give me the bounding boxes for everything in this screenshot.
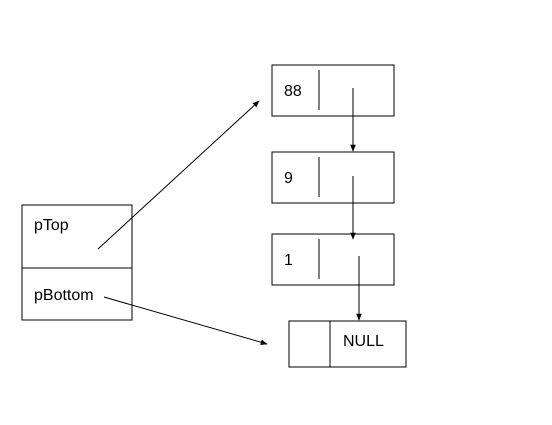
ptop-label: pTop: [34, 217, 69, 234]
ptop-arrow: [97, 100, 260, 250]
node-3-value: 1: [284, 252, 293, 269]
pbottom-arrow: [103, 296, 268, 345]
node-2-frame: [271, 151, 395, 204]
null-node-frame: [288, 320, 407, 368]
null-node: NULL: [288, 320, 407, 368]
node-2-value: 9: [284, 170, 293, 187]
node-1: 88: [271, 64, 395, 117]
pbottom-label: pBottom: [34, 287, 94, 304]
node-3: 1: [271, 233, 395, 286]
node-2: 9: [271, 151, 395, 204]
stack-struct: pTop pBottom: [21, 204, 133, 321]
node-1-frame: [271, 64, 395, 117]
node-3-frame: [271, 233, 395, 286]
null-node-label: NULL: [343, 333, 384, 350]
stack-struct-frame: [21, 204, 133, 321]
node-1-value: 88: [284, 83, 302, 100]
